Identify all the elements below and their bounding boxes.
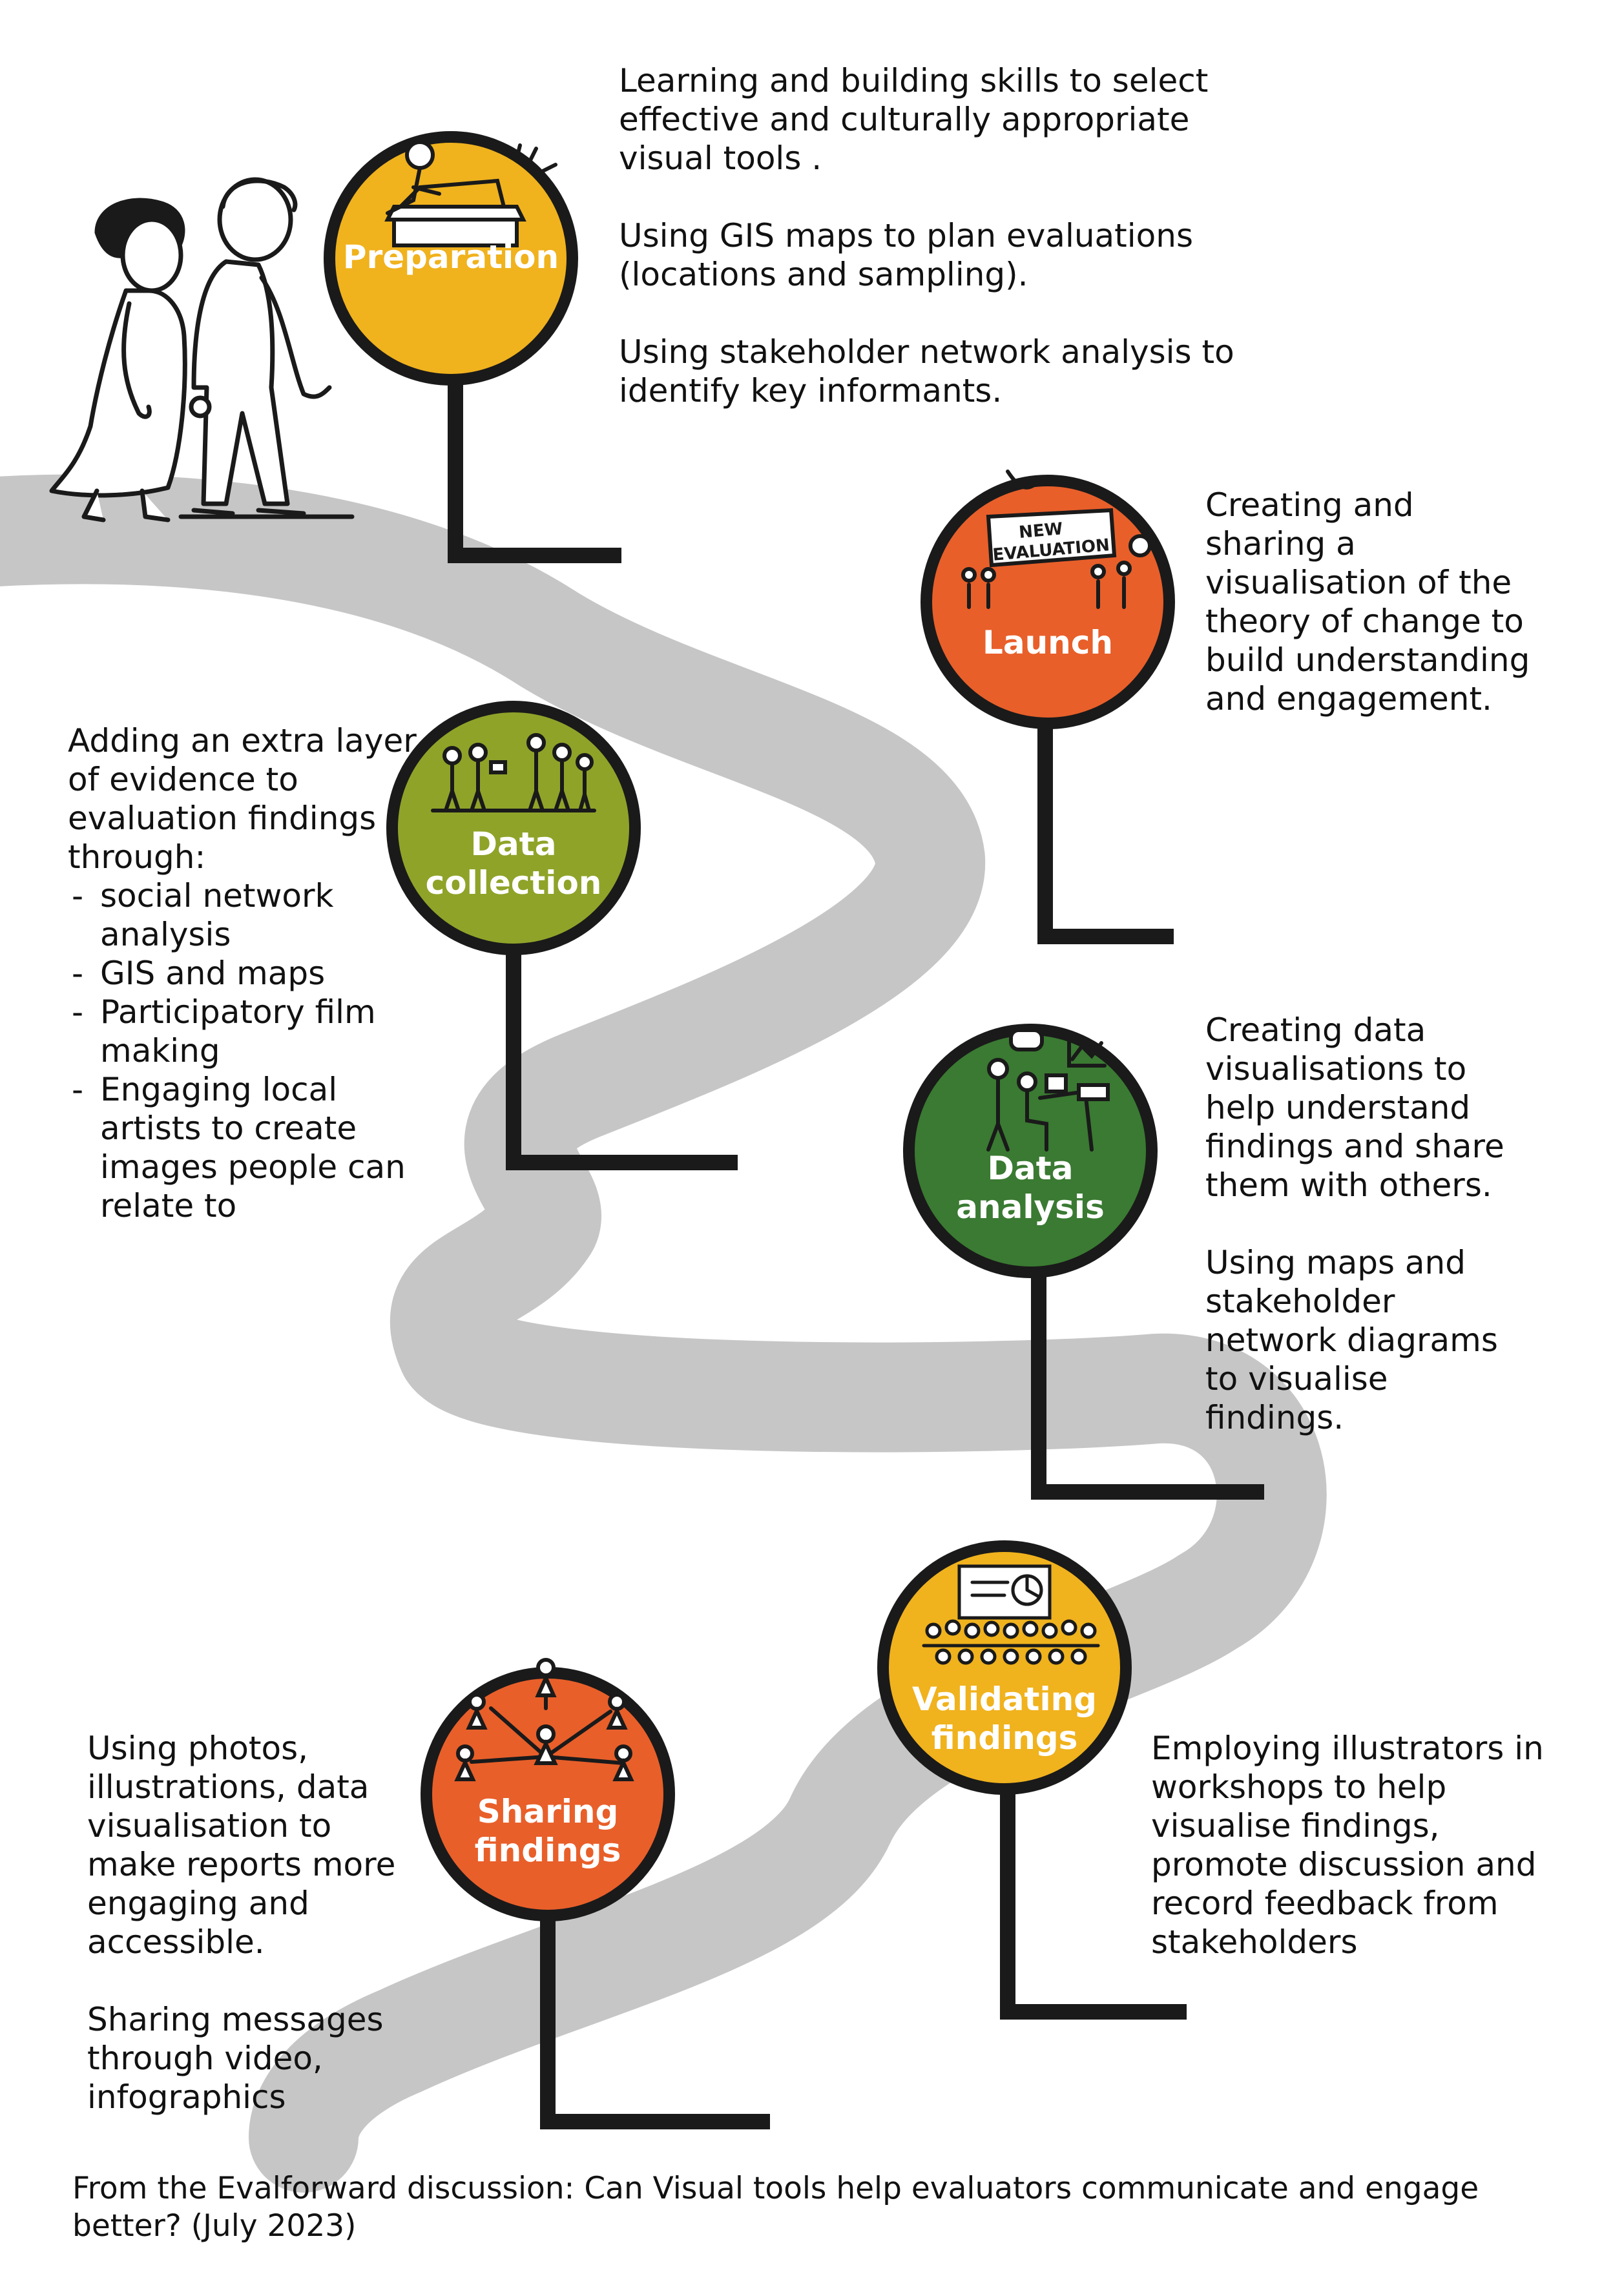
validating-workshop-icon bbox=[922, 1564, 1100, 1665]
stage-validating-findings: Validating findings bbox=[877, 1540, 1132, 1795]
network-node-left bbox=[466, 1693, 488, 1730]
source-note: From the Evalforward discussion: Can Vis… bbox=[72, 2171, 1479, 2244]
woman-dress bbox=[49, 288, 187, 498]
stage-preparation: Preparation bbox=[324, 131, 578, 386]
sharing-network-icon bbox=[454, 1658, 634, 1781]
preparation-text-3: Using stakeholder network analysis to id… bbox=[619, 333, 1234, 409]
stage-label-data-collection-1: Data bbox=[471, 825, 557, 863]
data-collection-list: social network analysis GIS and maps Par… bbox=[68, 876, 436, 1225]
woman-face bbox=[120, 217, 183, 293]
data-collection-item: GIS and maps bbox=[68, 954, 436, 993]
data-collection-item: Engaging local artists to create images … bbox=[68, 1070, 436, 1225]
launch-banner-line1: NEW bbox=[1018, 519, 1064, 543]
stage-label-data-analysis-2: analysis bbox=[956, 1188, 1104, 1226]
sharing-findings-description: Using photos, illustrations, data visual… bbox=[87, 1729, 423, 2116]
woman-legs bbox=[81, 488, 171, 522]
network-node-center bbox=[534, 1724, 558, 1765]
walking-people-illustration bbox=[49, 177, 355, 522]
stage-label-sharing-1: Sharing bbox=[477, 1793, 619, 1830]
post-sharing bbox=[540, 1904, 770, 2129]
stage-data-collection: Data collection bbox=[386, 701, 641, 955]
post-validating bbox=[1000, 1775, 1187, 2020]
launch-text-1: Creating and sharing a visualisation of … bbox=[1205, 486, 1530, 718]
preparation-text-2: Using GIS maps to plan evaluations (loca… bbox=[619, 217, 1193, 293]
network-node-right bbox=[606, 1693, 628, 1730]
launch-description: Creating and sharing a visualisation of … bbox=[1205, 486, 1535, 718]
road bbox=[0, 474, 1327, 2193]
man-body bbox=[191, 259, 290, 506]
post-launch bbox=[1037, 709, 1174, 944]
man-hair bbox=[220, 178, 298, 212]
sharing-text-1: Using photos, illustrations, data visual… bbox=[87, 1730, 396, 1961]
data-analysis-text-2: Using maps and stakeholder network diagr… bbox=[1205, 1244, 1498, 1436]
stage-label-sharing-2: findings bbox=[475, 1832, 621, 1869]
network-node-lower-right bbox=[612, 1744, 634, 1781]
data-collection-intro: Adding an extra layer of evidence to eva… bbox=[68, 722, 417, 876]
network-node-lower-left bbox=[454, 1744, 476, 1781]
data-collection-item: social network analysis bbox=[68, 876, 436, 954]
joined-hands bbox=[189, 395, 212, 419]
stage-launch: NEW EVALUATION Launch bbox=[921, 470, 1175, 729]
preparation-text-1: Learning and building skills to select e… bbox=[619, 62, 1209, 177]
data-analysis-text-1: Creating data visualisations to help und… bbox=[1205, 1011, 1504, 1204]
validating-findings-description: Employing illustrators in workshops to h… bbox=[1151, 1729, 1552, 1961]
network-node-top bbox=[535, 1658, 557, 1697]
launch-banner-icon bbox=[961, 470, 1152, 609]
data-analysis-description: Creating data visualisations to help und… bbox=[1205, 1011, 1535, 1437]
sharing-text-2: Sharing messages through video, infograp… bbox=[87, 2001, 384, 2116]
preparation-description: Learning and building skills to select e… bbox=[619, 61, 1239, 410]
post-data-analysis bbox=[1031, 1258, 1264, 1500]
data-analysis-desk-icon bbox=[986, 1028, 1110, 1152]
post-data-collection bbox=[506, 938, 738, 1170]
stage-sharing-findings: Sharing findings bbox=[421, 1658, 675, 1921]
stage-label-validating-2: findings bbox=[931, 1719, 1078, 1757]
stage-label-preparation: Preparation bbox=[343, 238, 559, 276]
man-feet bbox=[191, 508, 306, 516]
data-collection-item: Participatory film making bbox=[68, 993, 436, 1070]
post-preparation bbox=[448, 377, 621, 563]
stage-label-validating-1: Validating bbox=[912, 1681, 1097, 1718]
man-arm bbox=[259, 275, 332, 399]
stage-data-analysis: Data analysis bbox=[903, 1024, 1158, 1278]
woman-arm bbox=[121, 301, 152, 419]
road-hill bbox=[0, 513, 362, 555]
pin-posts bbox=[448, 377, 1264, 2129]
validating-text-1: Employing illustrators in workshops to h… bbox=[1151, 1730, 1544, 1961]
preparation-toolbox-icon bbox=[384, 140, 557, 247]
stage-label-data-analysis-1: Data bbox=[988, 1150, 1074, 1187]
data-collection-people-icon bbox=[431, 733, 596, 812]
data-collection-description: Adding an extra layer of evidence to eva… bbox=[68, 721, 436, 1225]
stage-label-data-collection-2: collection bbox=[426, 864, 602, 902]
stage-label-launch: Launch bbox=[983, 624, 1113, 661]
